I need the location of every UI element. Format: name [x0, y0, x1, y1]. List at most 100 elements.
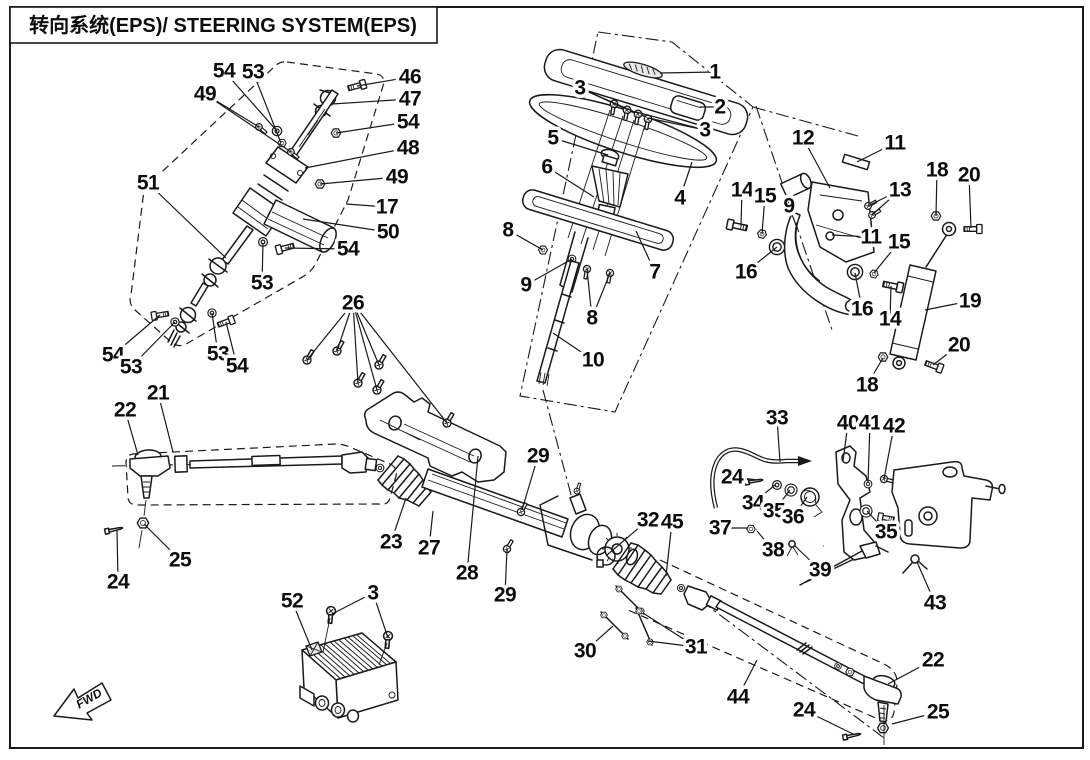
nut-icon: [621, 632, 629, 640]
part-number-label: 30: [574, 640, 596, 663]
part-number-label: 3: [367, 582, 378, 605]
part-number-label: 27: [418, 537, 440, 560]
callout-14: 14: [875, 285, 906, 334]
callout-41: 41: [855, 408, 886, 484]
nut-icon: [845, 667, 855, 677]
part-number-label: 15: [888, 231, 911, 254]
callout-32: 32: [606, 505, 663, 556]
part-number-label: 18: [926, 159, 949, 182]
wheel-hub: [600, 148, 620, 167]
callout-49: 49: [190, 79, 292, 153]
title-box: 转向系统(EPS)/ STEERING SYSTEM(EPS): [9, 6, 438, 44]
callout-54: 54: [222, 321, 253, 381]
part-number-label: 34: [742, 492, 765, 515]
callout-5: 5: [544, 123, 609, 156]
part-number-label: 5: [547, 127, 559, 150]
callout-7: 7: [635, 230, 665, 287]
part-number-label: 53: [207, 343, 229, 366]
part-number-label: 54: [397, 111, 420, 134]
part-number-label: 54: [337, 238, 360, 261]
steering-wheel-assembly: [521, 48, 749, 387]
callout-18: 18: [852, 357, 884, 400]
callout-19: 19: [924, 286, 985, 316]
left-tierod-boundary: [125, 443, 397, 506]
part-number-label: 53: [251, 272, 273, 295]
callout-25: 25: [143, 523, 196, 575]
callout-20: 20: [954, 160, 984, 229]
part-number-label: 19: [959, 290, 981, 313]
callout-22: 22: [110, 395, 140, 456]
callout-3: 3: [571, 73, 638, 114]
callout-16: 16: [847, 272, 877, 324]
part-number-label: 7: [649, 261, 660, 284]
spring: [800, 487, 823, 518]
callout-54: 54: [209, 56, 278, 132]
part-number-label: 15: [754, 185, 777, 208]
part-number-label: 29: [527, 445, 549, 468]
callout-35: 35: [759, 489, 791, 526]
part-number-label: 43: [924, 592, 946, 615]
part-number-label: 3: [699, 119, 710, 142]
part-number-label: 28: [456, 562, 479, 585]
callout-26: 26: [306, 288, 448, 424]
callout-8: 8: [583, 268, 611, 333]
left-tie-rod-assembly: [103, 449, 432, 549]
callout-44: 44: [723, 659, 758, 712]
lower-cover: [521, 189, 675, 251]
part-number-label: 53: [120, 356, 142, 379]
washer-icon: [676, 583, 686, 593]
part-number-label: 35: [763, 500, 786, 523]
callout-4: 4: [671, 161, 693, 213]
callout-24: 24: [789, 695, 854, 735]
wheel-boundary: [519, 31, 754, 413]
part-number-label: 35: [875, 521, 898, 544]
part-number-label: 8: [586, 307, 598, 330]
part-number-label: 54: [226, 355, 249, 378]
callout-42: 42: [879, 411, 909, 480]
callout-8: 8: [499, 215, 544, 251]
callout-37: 37: [705, 513, 748, 543]
part-number-label: 32: [637, 509, 659, 532]
part-number-label: 16: [851, 298, 873, 321]
callout-2: 2: [700, 92, 730, 122]
part-number-label: 18: [856, 374, 879, 397]
callout-10: 10: [552, 332, 608, 375]
callout-16: 16: [731, 246, 778, 287]
rack-assembly: [300, 338, 672, 595]
nut-icon: [746, 524, 756, 534]
page-title: 转向系统(EPS)/ STEERING SYSTEM(EPS): [29, 13, 417, 37]
part-number-label: 26: [342, 292, 364, 315]
part-number-label: 9: [520, 274, 531, 297]
part-number-label: 10: [582, 349, 604, 372]
tie-rod-end-right: [863, 674, 902, 723]
linkage-assembly: [710, 445, 1006, 586]
part-number-label: 25: [169, 549, 192, 572]
callout-29: 29: [521, 441, 553, 511]
rod-clip: [786, 540, 799, 557]
part-number-label: 50: [377, 221, 399, 244]
r-clip: [902, 554, 928, 574]
part-number-label: 24: [721, 466, 744, 489]
callout-14: 14: [727, 175, 758, 227]
callout-17: 17: [345, 192, 402, 222]
rack-clamp: [539, 495, 593, 561]
part-number-label: 16: [735, 261, 757, 284]
callout-29: 29: [490, 548, 520, 610]
part-number-label: 49: [386, 166, 408, 189]
callout-49: 49: [319, 162, 412, 192]
part-number-label: 41: [859, 412, 882, 435]
part-number-label: 38: [762, 539, 785, 562]
part-number-label: 31: [685, 636, 708, 659]
part-number-label: 51: [137, 172, 160, 195]
part-number-label: 9: [783, 195, 794, 218]
callout-12: 12: [788, 123, 831, 189]
part-number-label: 12: [792, 127, 814, 150]
callout-53: 53: [247, 242, 277, 298]
callout-35: 35: [866, 510, 902, 547]
callout-11: 11: [856, 128, 910, 163]
callout-36: 36: [778, 496, 808, 532]
callout-54: 54: [284, 234, 364, 264]
part-number-label: 39: [809, 559, 831, 582]
part-number-label: 6: [541, 156, 552, 179]
